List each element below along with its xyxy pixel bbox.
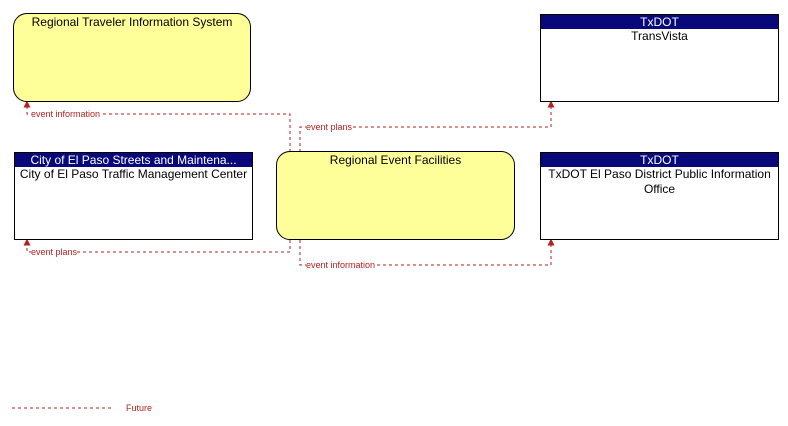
flow-label-event-information-rtis: event information — [31, 109, 101, 119]
flow-line-event-plans-transvista — [299, 100, 555, 152]
flow-label-event-information-pio: event information — [306, 260, 376, 270]
node-name: Regional Traveler Information System — [31, 15, 233, 29]
node-owner: City of El Paso Streets and Maintena... — [15, 153, 252, 167]
node-owner: TxDOT — [541, 153, 778, 167]
flow-line-event-information-pio — [299, 238, 555, 266]
node-regional-traveler-information-system[interactable]: Regional Traveler Information System — [13, 13, 251, 102]
flow-line-event-information-rtis — [23, 100, 291, 152]
node-el-paso-traffic-management-center[interactable]: City of El Paso Streets and Maintena... … — [14, 152, 253, 240]
node-name: TxDOT El Paso District Public Informatio… — [548, 167, 771, 196]
node-name: TransVista — [631, 29, 688, 43]
node-regional-event-facilities[interactable]: Regional Event Facilities — [276, 151, 515, 240]
node-name: Regional Event Facilities — [329, 153, 462, 167]
node-owner: TxDOT — [541, 15, 778, 29]
flow-label-event-plans-transvista: event plans — [306, 122, 353, 132]
flow-line-event-plans-tmc — [23, 238, 291, 253]
legend-future-label: Future — [126, 403, 153, 413]
flow-label-event-plans-tmc: event plans — [31, 247, 78, 257]
node-txdot-public-information-office[interactable]: TxDOT TxDOT El Paso District Public Info… — [540, 152, 779, 240]
node-name: City of El Paso Traffic Management Cente… — [19, 167, 248, 181]
node-transvista[interactable]: TxDOT TransVista — [540, 14, 779, 102]
